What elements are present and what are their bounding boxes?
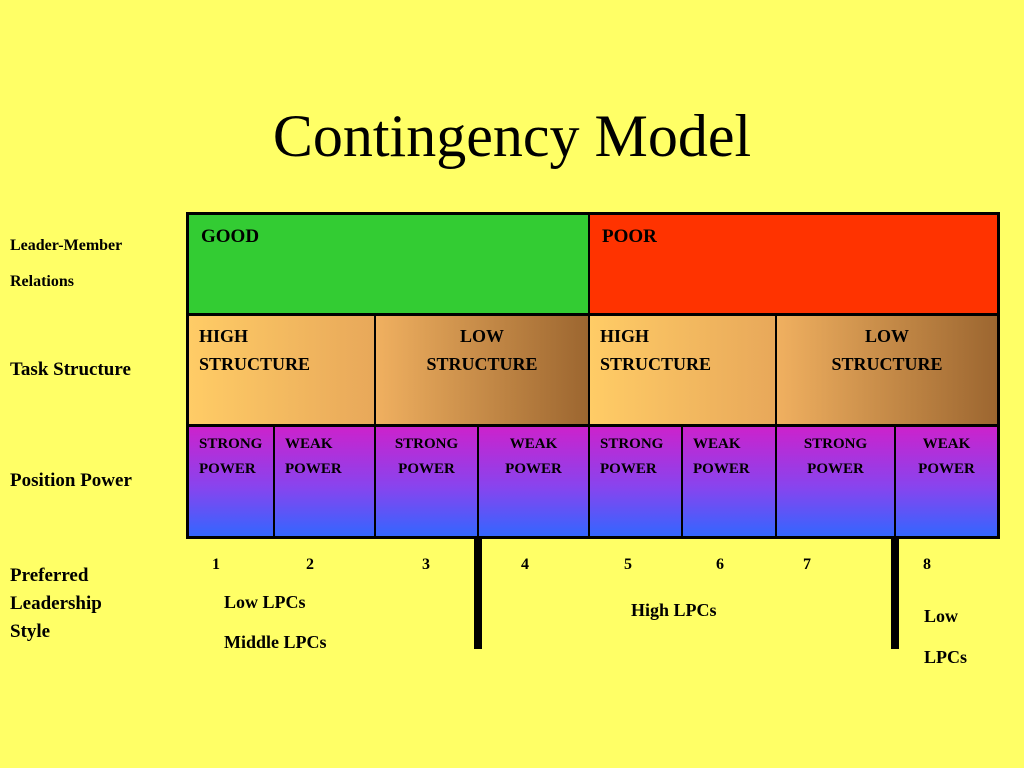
cell-power-3: STRONG POWER bbox=[376, 427, 477, 536]
cell-power-8: WEAK POWER bbox=[896, 427, 997, 536]
cell-poor: POOR bbox=[590, 215, 997, 313]
label-high-lpcs: High LPCs bbox=[631, 600, 717, 620]
cell-power-2: WEAK POWER bbox=[275, 427, 374, 536]
label-low-lpcs: Low LPCs bbox=[224, 592, 306, 612]
octant-number-2: 2 bbox=[306, 556, 314, 573]
octant-number-4: 4 bbox=[521, 556, 529, 573]
cell-low-structure-poor: LOW STRUCTURE bbox=[777, 316, 997, 424]
cell-high-structure-poor: HIGH STRUCTURE bbox=[590, 316, 775, 424]
row-label-leader-member-relations: Leader-Member Relations bbox=[10, 237, 123, 290]
octant-number-6: 6 bbox=[716, 556, 724, 573]
cell-high-structure-good: HIGH STRUCTURE bbox=[189, 316, 374, 424]
octant-number-1: 1 bbox=[212, 556, 220, 573]
cell-power-5: STRONG POWER bbox=[590, 427, 681, 536]
label-low-lpcs-right: Low LPCs bbox=[924, 606, 968, 667]
divider-bar-left bbox=[474, 539, 482, 649]
label-middle-lpcs: Middle LPCs bbox=[224, 632, 327, 652]
contingency-grid: GOOD POOR HIGH STRUCTURE LOW STRUCTURE H… bbox=[186, 212, 1000, 539]
cell-power-6: WEAK POWER bbox=[683, 427, 775, 536]
row-label-task-structure: Task Structure bbox=[10, 359, 131, 380]
cell-power-7: STRONG POWER bbox=[777, 427, 894, 536]
row-label-position-power: Position Power bbox=[10, 470, 132, 491]
octant-number-3: 3 bbox=[422, 556, 430, 573]
octant-number-5: 5 bbox=[624, 556, 632, 573]
divider-bar-right bbox=[891, 539, 899, 649]
octant-number-7: 7 bbox=[803, 556, 811, 573]
row-label-preferred-leadership-style: Preferred Leadership Style bbox=[10, 565, 102, 642]
octant-number-8: 8 bbox=[923, 556, 931, 573]
cell-good: GOOD bbox=[189, 215, 588, 313]
cell-power-4: WEAK POWER bbox=[479, 427, 588, 536]
cell-power-1: STRONG POWER bbox=[189, 427, 273, 536]
slide-title: Contingency Model bbox=[272, 103, 752, 169]
cell-low-structure-good: LOW STRUCTURE bbox=[376, 316, 588, 424]
